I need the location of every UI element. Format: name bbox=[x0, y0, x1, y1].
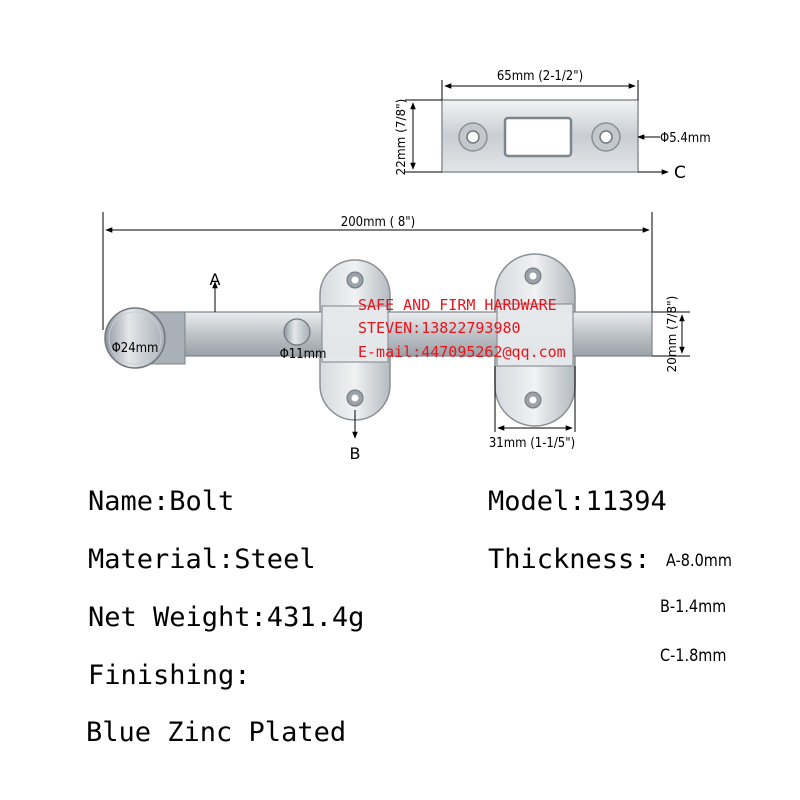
watermark-company: SAFE AND FIRM HARDWARE bbox=[358, 296, 557, 314]
section-b-label: B bbox=[350, 444, 361, 463]
spec-thickness-b: B-1.4mm bbox=[660, 597, 727, 617]
bar-width-dimension bbox=[652, 311, 690, 357]
bolt-knob bbox=[104, 307, 186, 369]
bracket-width-dimension bbox=[494, 366, 576, 432]
bolt-length-dimension bbox=[102, 212, 653, 330]
section-c-label: C bbox=[674, 163, 686, 183]
section-a-label: A bbox=[210, 270, 221, 289]
right-bracket-strap bbox=[496, 303, 574, 367]
knob-diameter-label: Φ24mm bbox=[112, 341, 159, 356]
bolt-length-label: 200mm ( 8") bbox=[341, 215, 415, 230]
bar-width-label: 20mm (7/8") bbox=[665, 296, 679, 373]
strike-length-label: 65mm (2-1/2") bbox=[497, 69, 583, 84]
spec-model: Model:11394 bbox=[488, 486, 667, 517]
strike-plate bbox=[441, 99, 639, 173]
hole-diameter-label: Φ5.4mm bbox=[660, 131, 711, 146]
pin-diameter-label: Φ11mm bbox=[280, 347, 327, 362]
spec-thickness-c: C-1.8mm bbox=[660, 646, 727, 666]
watermark-email: E-mail:447095262@qq.com bbox=[358, 343, 566, 361]
bracket-width-label: 31mm (1-1/5") bbox=[489, 436, 575, 451]
spec-material: Material:Steel bbox=[88, 544, 316, 575]
spec-net-weight: Net Weight:431.4g bbox=[88, 602, 365, 633]
strike-height-label: 22mm (7/8") bbox=[394, 99, 408, 176]
spec-name: Name:Bolt bbox=[88, 486, 235, 517]
strike-plate-slot bbox=[503, 116, 573, 158]
left-bracket-strap bbox=[321, 305, 389, 363]
bolt-pin bbox=[283, 318, 311, 346]
spec-finishing-value: Blue Zinc Plated bbox=[86, 717, 347, 748]
strike-plate-hole-right-inner bbox=[599, 130, 613, 144]
strike-plate-hole-left-inner bbox=[466, 130, 480, 144]
spec-thickness-label: Thickness: bbox=[488, 544, 651, 575]
strike-plate-dimensions bbox=[405, 80, 669, 175]
spec-finishing-label: Finishing: bbox=[88, 660, 251, 691]
spec-thickness-a: A-8.0mm bbox=[666, 551, 732, 571]
watermark-phone: STEVEN:13822793980 bbox=[358, 319, 521, 337]
